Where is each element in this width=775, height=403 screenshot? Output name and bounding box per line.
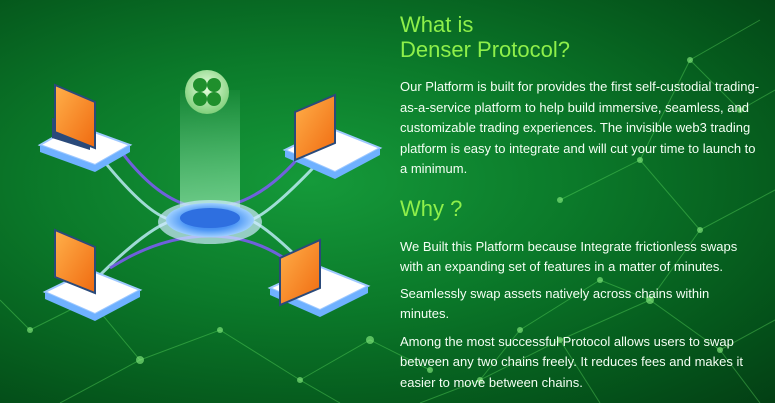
laptop-icon (37, 83, 133, 172)
why-heading: Why ? (400, 195, 463, 221)
laptop-icon (267, 238, 371, 317)
light-beam (180, 90, 240, 210)
why-paragraph: We Built this Platform because Integrate… (400, 238, 738, 275)
intro-paragraph: Our Platform is built for provides the f… (400, 79, 760, 176)
page-title: What is Denser Protocol? (400, 12, 760, 62)
laptop-icon (282, 93, 383, 179)
why-paragraph: Seamlessly swap assets natively across c… (400, 285, 710, 322)
content-panel: What is Denser Protocol? Our Platform is… (400, 12, 760, 393)
why-paragraph: Among the most successful Protocol allow… (400, 333, 743, 390)
hub-icon (158, 200, 262, 244)
protocol-illustration (37, 70, 383, 321)
laptop-icon (42, 228, 143, 321)
clover-logo-icon (185, 70, 229, 114)
title-line-2: Denser Protocol? (400, 37, 570, 62)
title-line-1: What is (400, 12, 474, 37)
